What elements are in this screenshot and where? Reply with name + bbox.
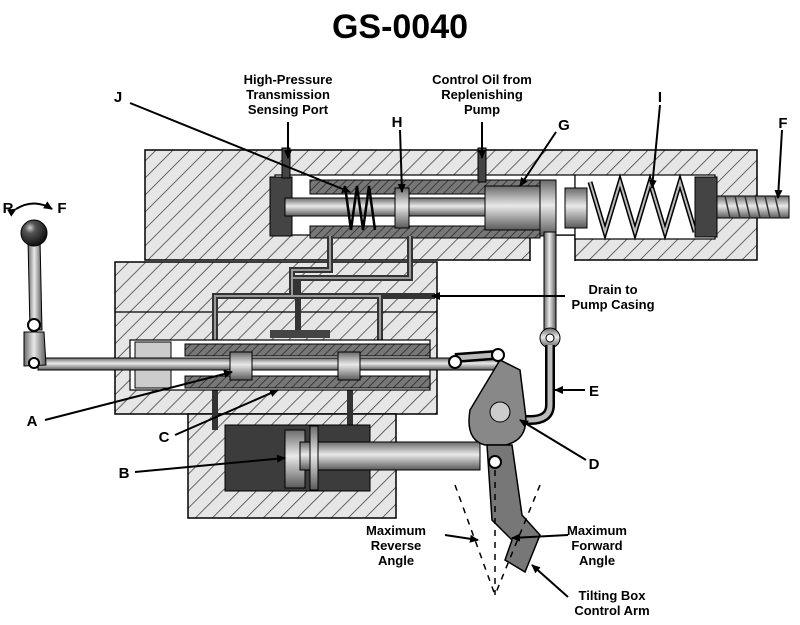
label-tilting-box: Tilting Box Control Arm: [574, 588, 649, 618]
letter-F-forward: F: [57, 200, 66, 217]
label-drain: Drain to Pump Casing: [571, 282, 654, 312]
leader-lines: [44, 102, 783, 598]
svg-text:Angle: Angle: [579, 553, 615, 568]
label-max-forward: Maximum Forward Angle: [567, 523, 627, 568]
svg-text:Maximum: Maximum: [366, 523, 426, 538]
svg-text:Forward: Forward: [571, 538, 622, 553]
diagram-title: GS-0040: [332, 8, 468, 46]
svg-text:Drain to: Drain to: [588, 282, 637, 297]
letter-E: E: [589, 383, 599, 400]
svg-text:Angle: Angle: [378, 553, 414, 568]
svg-text:Control Arm: Control Arm: [574, 603, 649, 618]
letter-F: F: [778, 115, 787, 132]
letter-G: G: [558, 117, 570, 134]
manual-control-lever: [7, 201, 53, 369]
letter-C: C: [159, 429, 170, 446]
svg-text:Control Oil from: Control Oil from: [432, 72, 532, 87]
label-hp-port: High-Pressure Transmission Sensing Port: [244, 72, 333, 117]
passage-highlights: [214, 236, 411, 360]
svg-text:Tilting Box: Tilting Box: [579, 588, 647, 603]
letter-I: I: [658, 89, 662, 106]
svg-text:Sensing Port: Sensing Port: [248, 102, 329, 117]
svg-text:Transmission: Transmission: [246, 87, 330, 102]
label-control-oil: Control Oil from Replenishing Pump: [432, 72, 532, 117]
servo-cylinder: [224, 424, 481, 492]
svg-text:Pump Casing: Pump Casing: [571, 297, 654, 312]
feedback-link: [520, 231, 561, 425]
svg-text:High-Pressure: High-Pressure: [244, 72, 333, 87]
letter-H: H: [392, 114, 403, 131]
bellcrank: [448, 348, 527, 446]
svg-text:Pump: Pump: [464, 102, 500, 117]
upper-valve: [269, 147, 790, 241]
tilting-box-control-arm: [454, 444, 541, 596]
letter-J: J: [114, 89, 122, 106]
label-max-reverse: Maximum Reverse Angle: [366, 523, 426, 568]
letter-B: B: [119, 465, 130, 482]
svg-text:Reverse: Reverse: [371, 538, 422, 553]
svg-text:Maximum: Maximum: [567, 523, 627, 538]
svg-text:Replenishing: Replenishing: [441, 87, 523, 102]
letter-A: A: [27, 413, 38, 430]
letter-R-reverse: R: [3, 200, 14, 217]
letter-D: D: [589, 456, 600, 473]
